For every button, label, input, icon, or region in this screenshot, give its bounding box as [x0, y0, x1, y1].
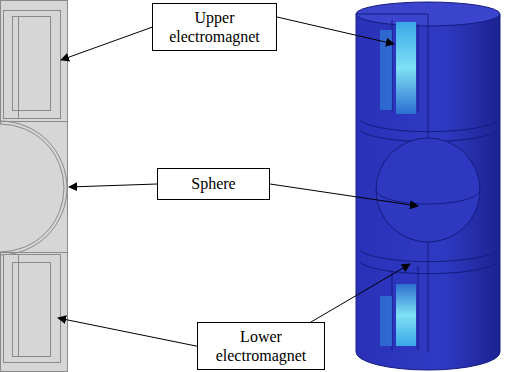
callout-box: Lower electromagnet: [197, 322, 325, 370]
callout-box: Sphere: [157, 168, 270, 200]
leader-arrow: [277, 17, 394, 44]
callout-label: Upper electromagnet: [161, 8, 268, 46]
leader-arrow: [69, 184, 157, 187]
leader-arrow: [58, 318, 197, 346]
callout-label: Lower electromagnet: [206, 327, 316, 365]
leader-arrow: [270, 184, 418, 206]
cutaway-model: [356, 2, 500, 370]
leader-arrow: [61, 27, 152, 60]
callout-box: Upper electromagnet: [152, 3, 277, 51]
leader-arrow: [311, 264, 410, 322]
cross-section: [0, 1, 68, 372]
callout-label: Sphere: [191, 174, 235, 193]
